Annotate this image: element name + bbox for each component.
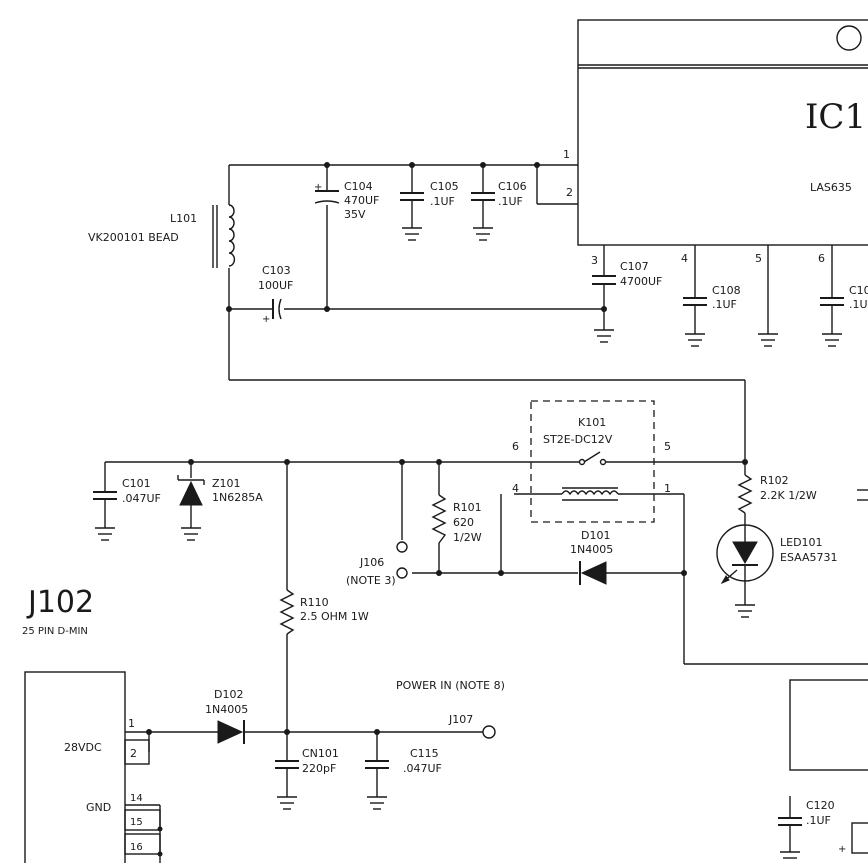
c109-value: .1U [849,298,868,311]
k101-ref: K101 [578,416,606,429]
c107-capacitor-icon [592,275,616,343]
svg-text:+: + [838,844,846,855]
cn101-value: 220pF [302,762,336,775]
c101-capacitor-icon [93,491,117,541]
cn101-capacitor-icon [275,732,299,810]
j102-pin2: 2 [130,747,137,760]
d102-ref: D102 [214,688,243,701]
c115-capacitor-icon [365,732,389,810]
c104-ref: C104 [344,180,373,193]
j102-pin16: 16 [130,842,143,853]
j102-desc: 25 PIN D-MIN [22,626,88,637]
c106-ref: C106 [498,180,527,193]
r102-value: 2.2K 1/2W [760,489,817,502]
c120-ref: C120 [806,799,835,812]
l101-value: VK200101 BEAD [88,231,179,244]
c106-value: .1UF [498,195,523,208]
ic-part: LAS635 [810,181,852,194]
j102-ref: J102 [26,585,94,620]
c104-voltage: 35V [344,208,366,221]
led101-icon [716,524,774,618]
ic-ref: IC10 [805,97,868,137]
ic-pin6-label: 6 [818,252,825,265]
cn101-ref: CN101 [302,747,339,760]
c108-value: .1UF [712,298,737,311]
pin1-marker-icon [836,25,862,51]
z101-ref: Z101 [212,477,241,490]
j106-ref: J106 [359,556,384,569]
c109-capacitor-icon [820,245,844,347]
r101-resistor-icon [431,494,447,544]
power-in-note: POWER IN (NOTE 8) [396,679,505,692]
svg-text:+: + [262,314,270,325]
k101-pin4: 4 [512,482,519,495]
middle-rail [104,459,868,665]
j106-note: (NOTE 3) [346,574,396,587]
k101-pin1: 1 [664,482,671,495]
bottom-rail [146,729,483,735]
l101-inductor-icon [212,204,236,268]
z101-zener-icon [177,475,205,541]
led101-part: ESAA5731 [780,551,838,564]
top-rail [226,162,746,462]
ic-pin5-label: 5 [755,252,762,265]
d102-diode-icon [217,720,245,744]
j102-connector [24,671,163,863]
c107-ref: C107 [620,260,649,273]
c101-value: .047UF [122,492,161,505]
pin5-ground-icon [758,245,778,347]
d102-part: 1N4005 [205,703,248,716]
j107-terminal-icon[interactable] [482,725,496,739]
c115-value: .047UF [403,762,442,775]
ic-pin1-label: 1 [563,148,570,161]
c107-value: 4700UF [620,275,662,288]
c101-ref: C101 [122,477,151,490]
j102-gnd: GND [86,801,111,814]
c104-value: 470UF [344,194,379,207]
j102-pin1: 1 [128,717,135,730]
ic-pin4-label: 4 [681,252,688,265]
led101-ref: LED101 [780,536,823,549]
c106-capacitor-icon [471,165,495,241]
l101-ref: L101 [170,212,197,225]
r101-power: 1/2W [453,531,482,544]
j107-ref: J107 [448,713,473,726]
c105-capacitor-icon [400,165,424,241]
z101-part: 1N6285A [212,491,263,504]
j102-28vdc: 28VDC [64,741,102,754]
r110-value: 2.5 OHM 1W [300,610,369,623]
ic-pin2-label: 2 [566,186,573,199]
j102-pin14: 14 [130,793,143,804]
k101-part: ST2E-DC12V [543,433,613,446]
d101-diode-icon [579,561,607,585]
c120-value: .1UF [806,814,831,827]
c104-capacitor-icon: + [314,182,340,204]
svg-text:+: + [314,182,322,193]
c115-ref: C115 [410,747,439,760]
c105-value: .1UF [430,195,455,208]
r101-value: 620 [453,516,474,529]
k101-pin5: 5 [664,440,671,453]
lower-right-block: + [778,679,868,859]
c103-capacitor-icon: + [262,298,282,325]
ic-block: IC10 LAS635 1 2 3 4 5 6 [563,19,868,267]
d101-part: 1N4005 [570,543,613,556]
c108-capacitor-icon [683,245,707,347]
c103-ref: C103 [262,264,291,277]
r101-ref: R101 [453,501,482,514]
c103-value: 100UF [258,279,293,292]
r110-resistor-icon [279,589,295,732]
d101-ref: D101 [581,529,610,542]
ic-pin3-label: 3 [591,254,598,267]
c105-ref: C105 [430,180,459,193]
r110-ref: R110 [300,596,329,609]
k101-pin6: 6 [512,440,519,453]
j102-pin15: 15 [130,817,143,828]
r102-resistor-icon [737,474,753,530]
c108-ref: C108 [712,284,741,297]
c109-ref: C10 [849,284,868,297]
j106-jumper[interactable] [396,541,408,579]
r102-ref: R102 [760,474,789,487]
